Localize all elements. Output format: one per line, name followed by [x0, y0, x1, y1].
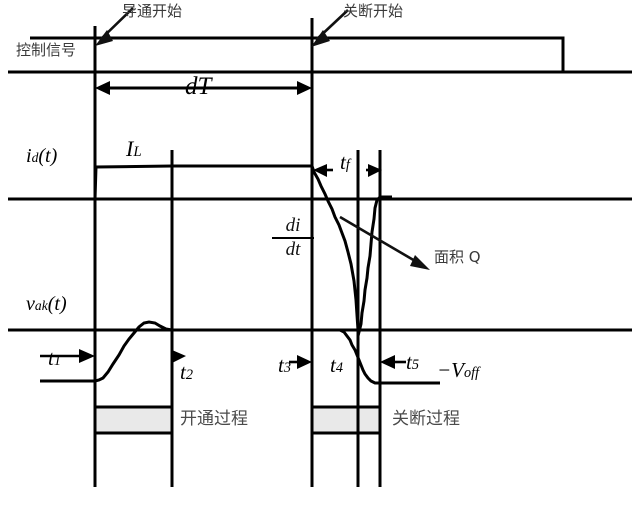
t3-subscript: 3: [283, 360, 291, 376]
voltage-symbol: v: [26, 293, 35, 315]
t2-symbol: t: [180, 360, 186, 384]
fall-time-symbol: t: [340, 150, 346, 174]
time-mark-t1: t1: [48, 348, 61, 369]
voltage-signal-label: vak(t): [26, 294, 67, 314]
di-dt-fraction-bar: [272, 236, 314, 239]
area-q-arrow: [339, 215, 430, 270]
di-dt-numerator: di: [285, 215, 301, 236]
area-q-label: 面积 Q: [434, 248, 481, 266]
current-symbol: i: [26, 145, 32, 167]
plateau-current-subscript: L: [133, 144, 142, 160]
time-mark-t5: t5: [406, 352, 419, 373]
voltage-turn-on-trace: [94, 320, 312, 383]
v-off-symbol: −V: [437, 358, 464, 382]
t5-subscript: 5: [411, 357, 419, 373]
turn-on-start-label: 导通开始: [122, 2, 183, 20]
t1-symbol: t: [48, 346, 54, 370]
turn-on-start-arrow: [95, 7, 134, 46]
gate-signal-label: 控制信号: [16, 41, 77, 59]
turn-off-process-box-b: [356, 405, 382, 435]
gate-pulse-trace: [95, 36, 565, 72]
v-off-subscript: off: [464, 365, 480, 381]
t3-symbol: t: [278, 353, 284, 377]
t2-subscript: 2: [185, 367, 193, 383]
v-off-label: −Voff: [437, 360, 479, 381]
fall-time-subscript: f: [345, 157, 350, 173]
t3-dimension: [289, 355, 312, 369]
t1-dimension: [40, 349, 95, 363]
turn-off-start-arrow: [311, 9, 349, 47]
t4-symbol: t: [330, 353, 336, 377]
turn-off-process-box-a: [310, 405, 360, 435]
current-trace: [93, 164, 382, 337]
current-subscript: d: [31, 150, 39, 165]
voltage-argument: (t): [47, 293, 67, 315]
time-mark-t4: t4: [330, 355, 343, 376]
time-mark-t3: t3: [278, 355, 291, 376]
t5-dimension: [380, 355, 406, 369]
dt-arrowhead-left: [95, 81, 110, 95]
vertical-gridlines: [93, 18, 382, 487]
t1-subscript: 1: [53, 353, 61, 369]
di-dt-label: di dt: [272, 216, 314, 260]
tf-arrowhead-right: [368, 164, 382, 177]
turn-on-process-box: [93, 405, 174, 435]
plateau-current-label: IL: [126, 138, 142, 160]
tf-arrowhead-left: [313, 164, 327, 177]
time-mark-t2: t2: [180, 362, 193, 383]
t2-dimension: [170, 349, 186, 366]
plateau-current-symbol: I: [126, 136, 134, 161]
t5-symbol: t: [406, 350, 412, 374]
di-dt-denominator: dt: [285, 238, 301, 260]
turn-off-start-label: 关断开始: [343, 2, 404, 20]
turn-on-process-label: 开通过程: [180, 409, 248, 429]
dt-arrowhead-right: [297, 81, 312, 95]
turn-off-process-label: 关断过程: [392, 409, 460, 429]
current-signal-label: id(t): [26, 146, 57, 166]
duty-cycle-label: dT: [185, 73, 212, 100]
t4-subscript: 4: [335, 360, 343, 376]
current-argument: (t): [38, 145, 58, 167]
voltage-subscript: ak: [34, 298, 48, 313]
fall-time-label: tf: [340, 152, 350, 173]
voltage-turn-off-trace: [312, 328, 380, 385]
